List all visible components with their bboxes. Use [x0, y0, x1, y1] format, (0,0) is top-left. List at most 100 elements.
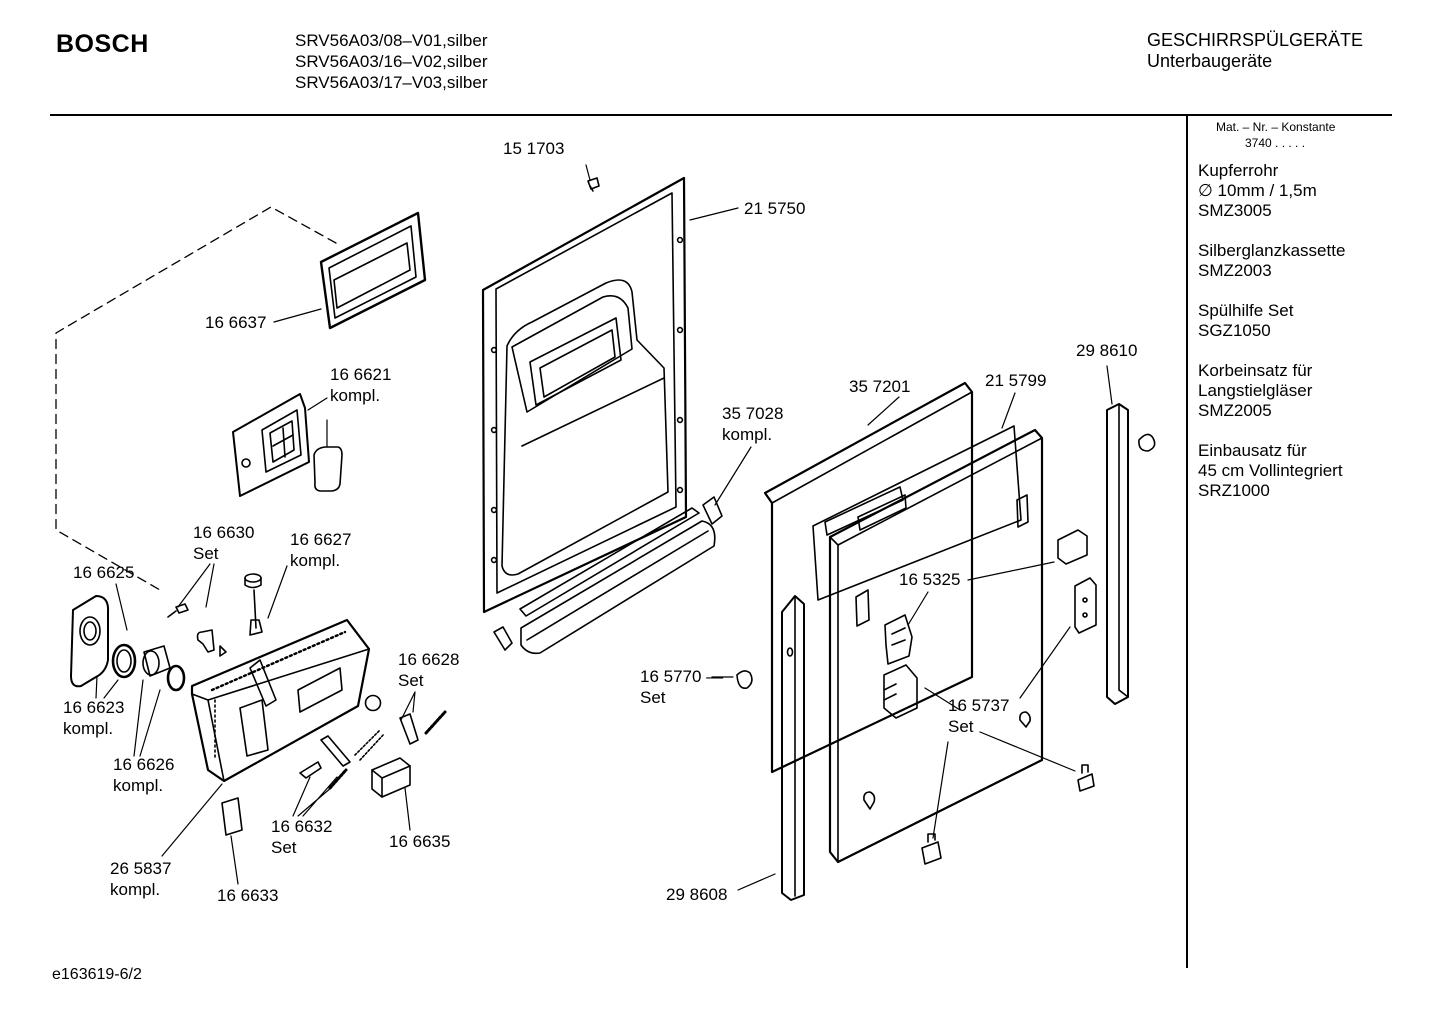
- callout-line: 16 6627: [290, 530, 351, 549]
- callout-line: 16 5770 —: [640, 667, 723, 686]
- callout-line: 26 5837: [110, 859, 171, 878]
- front-door-plate-part: [828, 428, 1044, 864]
- callout-151703: 15 1703: [503, 139, 564, 158]
- dispenser-housing-part: [190, 618, 371, 783]
- accessory-item: Spülhilfe Set SGZ1050: [1198, 301, 1345, 341]
- callout-line: 16 6625: [73, 563, 134, 582]
- category-line: GESCHIRRSPÜLGERÄTE: [1147, 30, 1364, 50]
- clip-part: [221, 797, 243, 836]
- sidebar-heading: Mat. – Nr. – Konstante: [1216, 120, 1336, 134]
- callout-166633: 16 6633: [217, 886, 278, 905]
- callout-215799: 21 5799: [985, 371, 1046, 390]
- callout-166621: 16 6621 kompl.: [330, 365, 391, 405]
- lock-insert-part: [142, 645, 186, 692]
- model-line: SRV56A03/08–V01,silber: [295, 31, 488, 50]
- callout-line: 16 6637: [205, 313, 266, 332]
- accessory-line: 45 cm Vollintegriert: [1198, 461, 1343, 480]
- callout-line: 16 6635: [389, 832, 450, 851]
- callout-166635: 16 6635: [389, 832, 450, 851]
- callout-line: kompl.: [110, 880, 160, 899]
- callout-line: 29 8608: [666, 885, 727, 904]
- accessory-line: SGZ1050: [1198, 321, 1271, 340]
- callout-line: 35 7201: [849, 377, 910, 396]
- exploded-parts-diagram: 15 1703 21 5750 16 6637 16 6621 kompl. 35…: [55, 139, 1156, 905]
- accessory-line: Kupferrohr: [1198, 161, 1279, 180]
- callout-line: kompl.: [113, 776, 163, 795]
- callout-166623: 16 6623 kompl.: [63, 698, 124, 738]
- callout-line: Set: [948, 717, 974, 736]
- category-title: GESCHIRRSPÜLGERÄTE Unterbaugeräte: [1147, 30, 1363, 72]
- accessory-line: Korbeinsatz für: [1198, 361, 1313, 380]
- callout-line: kompl.: [330, 386, 380, 405]
- callout-166626: 16 6626 kompl.: [113, 755, 174, 795]
- assembly-guide-line: [55, 206, 337, 591]
- screw-part: [587, 177, 600, 192]
- callout-line: 29 8610: [1076, 341, 1137, 360]
- plug-part: [736, 670, 753, 690]
- callout-line: 16 6628: [398, 650, 459, 669]
- header-divider: [50, 114, 1392, 116]
- callout-line: 16 6630: [193, 523, 254, 542]
- callout-line: Set: [271, 838, 297, 857]
- callout-line: 16 6621: [330, 365, 391, 384]
- brand-logo: BOSCH: [56, 30, 149, 58]
- hinge-bracket-part: [883, 577, 1097, 865]
- seal-ring-part: [111, 643, 137, 679]
- callout-line: 16 6626: [113, 755, 174, 774]
- callout-298608: 29 8608: [666, 885, 727, 904]
- callout-line: Set: [640, 688, 666, 707]
- window-frame-part: [319, 211, 427, 330]
- leader-lines: [95, 164, 1113, 891]
- callout-265837: 26 5837 kompl.: [110, 859, 171, 899]
- accessory-item: Kupferrohr ∅ 10mm / 1,5m SMZ3005: [1198, 161, 1345, 221]
- accessory-line: ∅ 10mm / 1,5m: [1198, 181, 1317, 200]
- accessory-item: Silberglanzkassette SMZ2003: [1198, 241, 1345, 281]
- callout-line: 15 1703: [503, 139, 564, 158]
- latch-part: [299, 761, 348, 790]
- outer-door-panel-part: [763, 381, 974, 774]
- model-line: SRV56A03/17–V03,silber: [295, 73, 488, 92]
- model-list: SRV56A03/08–V01,silber SRV56A03/16–V02,s…: [295, 30, 488, 93]
- accessory-list: Kupferrohr ∅ 10mm / 1,5m SMZ3005 Silberg…: [1198, 161, 1345, 521]
- callout-line: kompl.: [63, 719, 113, 738]
- accessory-line: SRZ1000: [1198, 481, 1270, 500]
- callout-line: kompl.: [290, 551, 340, 570]
- callout-line: 16 6623: [63, 698, 124, 717]
- callout-298610: 29 8610: [1076, 341, 1137, 360]
- callout-line: Set: [398, 671, 424, 690]
- callout-line: 16 5325: [899, 570, 960, 589]
- door-seal-strip-part: [493, 496, 723, 655]
- latch-spring-set-part: [320, 694, 447, 767]
- callout-labels: 15 1703 21 5750 16 6637 16 6621 kompl. 35…: [63, 139, 1137, 905]
- accessory-line: SMZ3005: [1198, 201, 1272, 220]
- callout-166637: 16 6637: [205, 313, 266, 332]
- accessory-item: Einbausatz für 45 cm Vollintegriert SRZ1…: [1198, 441, 1345, 501]
- accessory-line: Silberglanzkassette: [1198, 241, 1346, 260]
- inner-door-panel-part: [481, 176, 688, 614]
- callout-line: 35 7028: [722, 404, 783, 423]
- dispenser-cap-part: [70, 595, 110, 688]
- accessory-line: Einbausatz für: [1198, 441, 1307, 460]
- model-line: SRV56A03/16–V02,silber: [295, 52, 488, 71]
- plunger-part: [244, 573, 263, 636]
- accessory-line: SMZ2003: [1198, 261, 1272, 280]
- microswitch-part: [371, 757, 411, 798]
- accessory-line: Spülhilfe Set: [1198, 301, 1294, 320]
- callout-line: 21 5799: [985, 371, 1046, 390]
- callout-line: 21 5750: [744, 199, 805, 218]
- category-line: Unterbaugeräte: [1147, 51, 1273, 71]
- sidebar-divider: [1186, 116, 1188, 968]
- side-strip-left-part: [781, 595, 805, 901]
- callout-165770: 16 5770 — Set: [640, 667, 723, 707]
- callout-line: 16 6633: [217, 886, 278, 905]
- callout-166627: 16 6627 kompl.: [290, 530, 351, 570]
- bracket-part: [884, 529, 1088, 665]
- callout-166625: 16 6625: [73, 563, 134, 582]
- spring-lever-part: [167, 603, 227, 657]
- dispenser-plate-part: [232, 393, 343, 497]
